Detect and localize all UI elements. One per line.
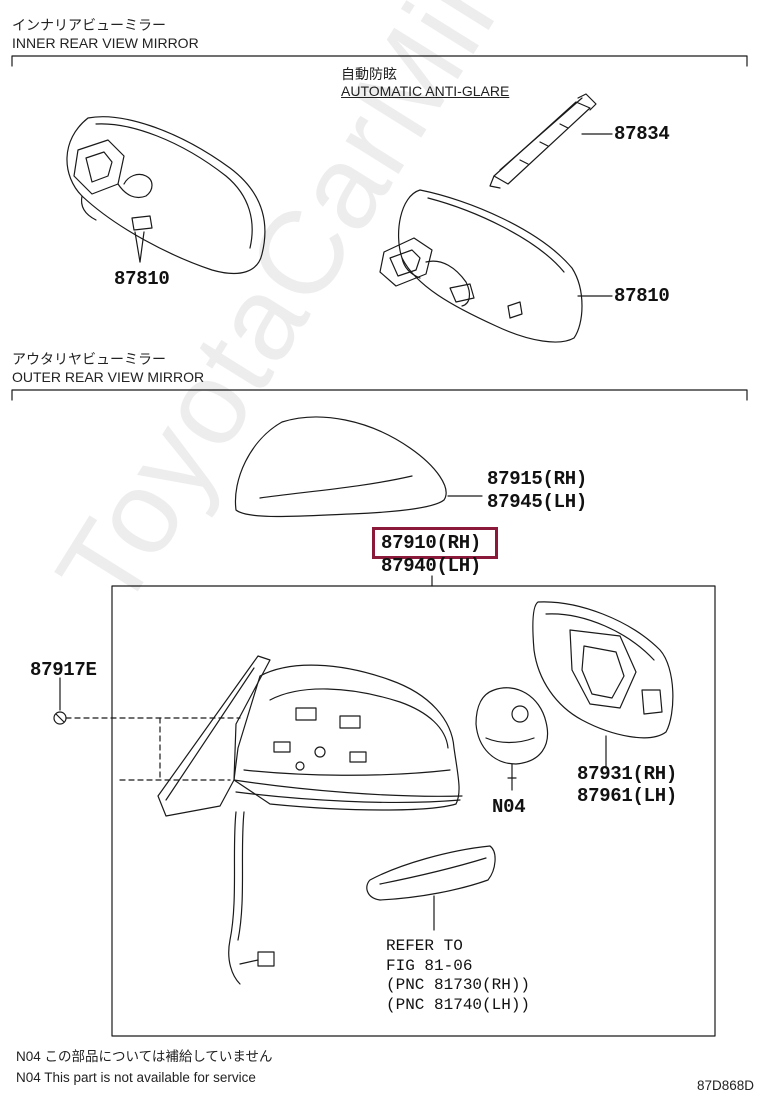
part-number-87915-rh[interactable]: 87915(RH) xyxy=(487,468,587,490)
inner-section-bracket xyxy=(11,55,748,67)
refer-line-2[interactable]: FIG 81-06 xyxy=(386,957,473,975)
turn-signal-drawing xyxy=(366,845,496,931)
outer-section-bracket xyxy=(11,389,748,401)
highlight-box xyxy=(372,527,498,559)
footer-note-jp: N04 この部品については補給していません xyxy=(16,1049,273,1064)
inner-title-en: INNER REAR VIEW MIRROR xyxy=(12,35,199,51)
auto-antiglare-en: AUTOMATIC ANTI-GLARE xyxy=(341,83,510,99)
outer-mirror-cover-drawing xyxy=(234,416,483,518)
mirror-glass-drawing xyxy=(532,601,674,769)
inner-mirror-left-drawing xyxy=(66,116,266,275)
mirror-motor-n04-drawing xyxy=(475,687,548,791)
outer-title-jp: アウタリヤビューミラー xyxy=(12,351,166,367)
part-number-87917e[interactable]: 87917E xyxy=(30,659,97,681)
inner-mirror-bracket-87834-drawing xyxy=(489,93,613,189)
part-number-87931-rh[interactable]: 87931(RH) xyxy=(577,763,677,785)
outer-mirror-body-drawing xyxy=(157,655,463,985)
refer-line-4: (PNC 81740(LH)) xyxy=(386,996,531,1014)
part-number-87810-right[interactable]: 87810 xyxy=(614,285,670,307)
auto-antiglare-jp: 自動防眩 xyxy=(341,66,397,82)
refer-line-3: (PNC 81730(RH)) xyxy=(386,976,531,994)
part-number-87834[interactable]: 87834 xyxy=(614,123,670,145)
mirror-assembly-box xyxy=(111,585,716,1037)
part-number-87940-lh[interactable]: 87940(LH) xyxy=(381,555,481,577)
footer-note-en: N04 This part is not available for servi… xyxy=(16,1070,256,1085)
part-number-87961-lh[interactable]: 87961(LH) xyxy=(577,785,677,807)
refer-line-1: REFER TO xyxy=(386,937,463,955)
figure-code: 87D868D xyxy=(697,1078,755,1093)
part-number-87910-rh[interactable]: 87910(RH) xyxy=(381,532,481,554)
part-number-87945-lh[interactable]: 87945(LH) xyxy=(487,491,587,513)
part-number-n04[interactable]: N04 xyxy=(492,796,526,818)
outer-title-en: OUTER REAR VIEW MIRROR xyxy=(12,369,205,385)
inner-mirror-right-drawing xyxy=(379,189,613,343)
part-number-87810-left[interactable]: 87810 xyxy=(114,268,170,290)
inner-title-jp: インナリアビューミラー xyxy=(12,17,166,33)
